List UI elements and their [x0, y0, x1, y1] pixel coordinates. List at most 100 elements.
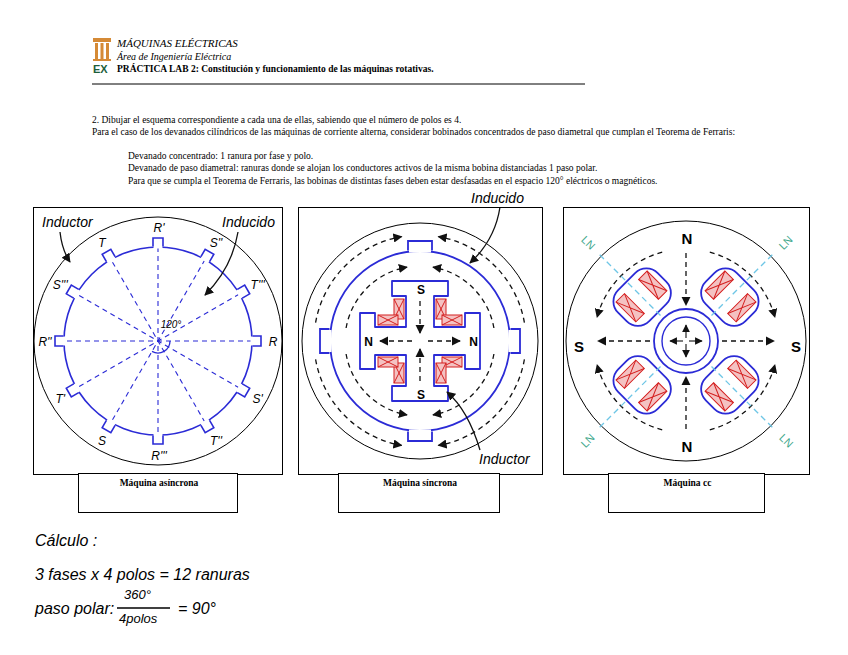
- asynchronous-machine: [66, 384, 79, 397]
- flux-line: [438, 237, 524, 323]
- stator-slot: [409, 250, 431, 253]
- university-logo: [95, 43, 98, 59]
- flux-line: [316, 237, 402, 323]
- header-practice: PRÁCTICA LAB 2: Constitución y funcionam…: [117, 64, 434, 75]
- machine-panel: InductorInducidoR'S''T'''RS'T''R'''ST'R'…: [33, 207, 283, 475]
- slot-label: S'': [210, 237, 223, 249]
- caption-text: Máquina síncrona: [383, 478, 457, 489]
- asynchronous-machine: [102, 249, 115, 262]
- asynchronous-machine: [34, 217, 282, 465]
- slot-label: T'': [210, 435, 222, 447]
- asynchronous-machine: [55, 336, 64, 346]
- slot-label: T': [55, 393, 65, 405]
- slot-axis: [111, 260, 205, 423]
- flux-line: [597, 365, 662, 430]
- slot-label: S': [253, 393, 263, 405]
- machine-panel: InducidoSNNSInductor: [298, 207, 543, 475]
- salient-pole-rotor: [360, 281, 480, 401]
- flux-line: [433, 267, 494, 328]
- flux-line: [346, 267, 407, 328]
- slot-label: R': [154, 222, 165, 234]
- flux-line: [598, 340, 650, 341]
- calc-result: = 90°: [178, 600, 216, 618]
- fraction-numerator: 360°: [124, 588, 151, 603]
- flux-line: [438, 359, 524, 445]
- flux-line: [419, 349, 420, 381]
- caption-box: Máquina cc: [608, 473, 765, 513]
- caption-box: Máquina síncrona: [338, 473, 500, 513]
- university-logo: [106, 43, 109, 59]
- university-logo: [101, 43, 104, 59]
- fraction-denominator: 4polos: [119, 612, 157, 627]
- pole-label: N: [469, 336, 478, 348]
- neutral-line: [597, 252, 661, 316]
- part-label: Inductor: [42, 214, 93, 230]
- pole-label: S: [574, 339, 584, 354]
- slot-label: R'': [38, 336, 51, 348]
- header-title: MÁQUINAS ELÉCTRICAS: [117, 37, 238, 50]
- flux-line: [316, 359, 402, 445]
- university-logo: [93, 38, 111, 42]
- leader-arrow: [470, 207, 500, 263]
- part-label: Inducido: [471, 190, 524, 206]
- leader-arrow: [205, 232, 238, 295]
- slot-label: S''': [53, 279, 68, 291]
- synchronous-machine: [302, 223, 538, 459]
- neutral-line: [597, 252, 775, 430]
- flux-line: [710, 252, 775, 317]
- asynchronous-machine: [34, 217, 282, 465]
- rotor-axis: [685, 325, 686, 338]
- stator-slot: [153, 238, 163, 247]
- calc-heading: Cálculo :: [35, 532, 97, 550]
- machine-panel: NSSNLNLNLNLN: [563, 207, 810, 475]
- stator-bore: [330, 251, 510, 431]
- header-subtitle: Área de Ingeniería Eléctrica: [117, 51, 231, 63]
- neutral-line-label: LN: [579, 234, 597, 252]
- flux-line: [597, 252, 775, 430]
- calc-line: paso polar:: [35, 600, 114, 618]
- armature: [654, 309, 718, 373]
- slot-label: R''': [151, 450, 167, 462]
- university-logo: [93, 59, 111, 61]
- pole-label: N: [682, 231, 693, 246]
- header-rule: [92, 84, 585, 85]
- instruction-text: Para que se cumpla el Teorema de Ferrari…: [128, 176, 658, 187]
- slot-label: T: [98, 237, 105, 249]
- part-label: Inductor: [479, 451, 530, 467]
- flux-line: [419, 301, 420, 333]
- flux-line: [722, 340, 774, 341]
- stator-slot: [408, 241, 432, 251]
- stator-slot: [154, 246, 163, 249]
- stator-bore: [64, 247, 252, 435]
- instruction-text: 2. Dibujar el esquema correspondiente a …: [92, 115, 461, 126]
- slot-label: R: [269, 336, 278, 348]
- neutral-line-label: LN: [579, 432, 597, 450]
- asynchronous-machine: [102, 420, 115, 433]
- slot-axis: [64, 247, 252, 435]
- neutral-line-label: LN: [777, 432, 795, 450]
- flux-line: [710, 365, 775, 430]
- dc-machine: [566, 221, 806, 461]
- neutral-line: [712, 252, 776, 316]
- dc-machine: [566, 221, 806, 461]
- neutral-line-label: LN: [777, 234, 795, 252]
- flux-line: [685, 253, 686, 305]
- pole-label: S: [417, 389, 425, 401]
- flux-line: [346, 354, 407, 415]
- caption-text: Máquina cc: [664, 478, 712, 489]
- flux-line: [685, 377, 686, 429]
- rotor-axis: [670, 325, 702, 357]
- logo-text: EX: [93, 63, 108, 76]
- flux-line: [597, 252, 662, 317]
- angle-label: 120°: [161, 320, 182, 330]
- calc-line: 3 fases x 4 polos = 12 ranuras: [35, 566, 250, 584]
- asynchronous-machine: [237, 285, 250, 298]
- neutral-line: [597, 367, 661, 431]
- instruction-text: Devanado concentrado: 1 ranura por fase …: [128, 151, 313, 162]
- stator-slot: [408, 241, 432, 251]
- synchronous-machine: [408, 431, 432, 441]
- stator-slot: [153, 238, 163, 247]
